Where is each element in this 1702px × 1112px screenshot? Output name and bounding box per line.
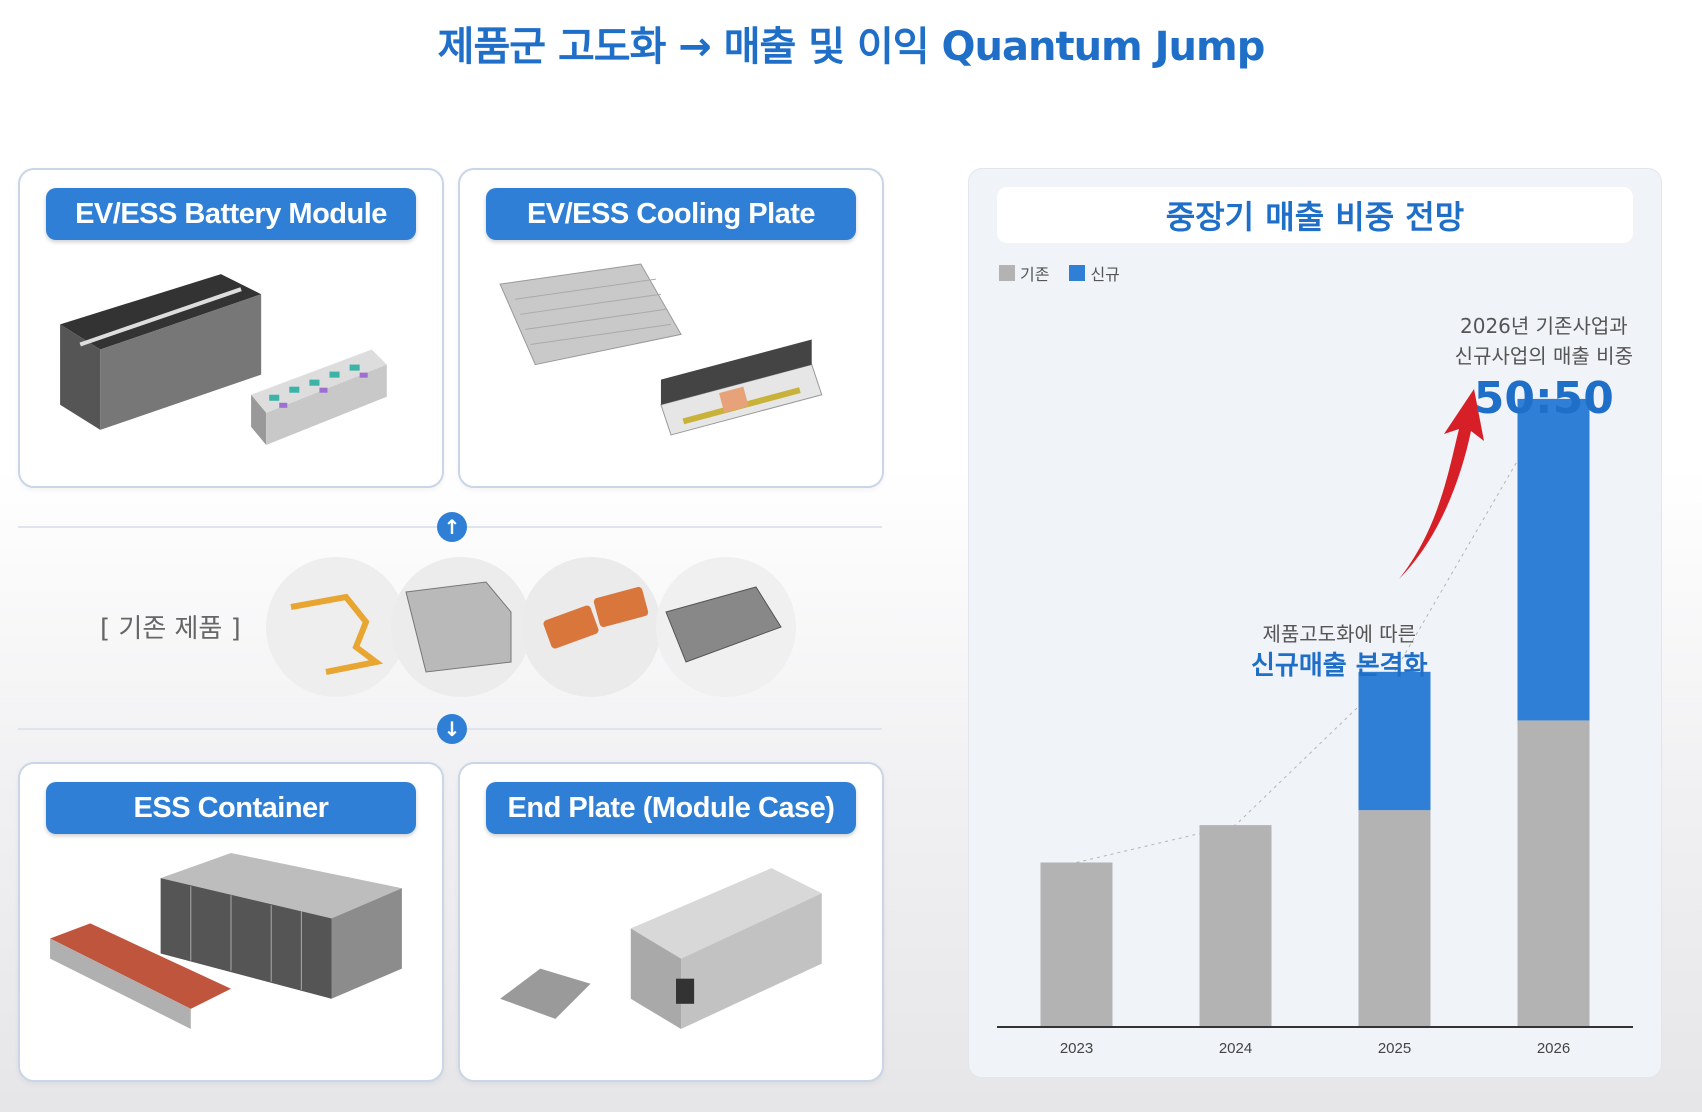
- card-label: EV/ESS Battery Module: [46, 188, 416, 240]
- card-cooling-plate: EV/ESS Cooling Plate: [458, 168, 884, 488]
- ess-container-image: [50, 853, 402, 1029]
- chart-legend: 기존 신규: [999, 261, 1120, 285]
- legend-label-new: 신규: [1090, 265, 1120, 284]
- page-title: 제품군 고도화 → 매출 및 이익 Quantum Jump: [437, 24, 1266, 70]
- arrow-down-circle-icon: ↓: [437, 714, 467, 744]
- legend-swatch-new: [1069, 265, 1086, 281]
- annotation-2026-line2: 신규사업의 매출 비중: [1454, 344, 1633, 368]
- legend-label-existing: 기존: [1020, 265, 1050, 284]
- annotation-2026: 2026년 기존사업과 신규사업의 매출 비중 50:50: [1455, 311, 1633, 425]
- bar-existing-2025: [1358, 810, 1431, 1027]
- x-tick-label: 2023: [1060, 1040, 1093, 1057]
- bar-existing-2024: [1199, 825, 1272, 1027]
- cooling-plate-image: [499, 263, 823, 436]
- chart-title: 중장기 매출 비중 전망: [997, 187, 1633, 243]
- x-tick-label: 2024: [1219, 1040, 1252, 1057]
- battery-module-image: [60, 274, 387, 445]
- bar-existing-2023: [1040, 862, 1113, 1027]
- legend-swatch-existing: [999, 265, 1015, 281]
- annotation-new-sales-line2: 신규매출 본격화: [1251, 651, 1428, 681]
- bar-new-2026: [1517, 398, 1590, 721]
- bar-existing-2026: [1517, 720, 1590, 1027]
- existing-products-label: [ 기존 제품 ]: [100, 614, 241, 644]
- card-end-plate: End Plate (Module Case): [458, 762, 884, 1082]
- bar-new-2025: [1358, 671, 1431, 811]
- x-tick-label: 2026: [1537, 1040, 1570, 1057]
- legend-item-existing: 기존: [999, 261, 1049, 285]
- card-label: EV/ESS Cooling Plate: [486, 188, 856, 240]
- existing-products-images: [266, 557, 796, 697]
- annotation-new-sales-line1: 제품고도화에 따른: [1262, 622, 1417, 646]
- card-label: End Plate (Module Case): [486, 782, 856, 834]
- x-tick-label: 2025: [1378, 1040, 1411, 1057]
- stacked-bar-chart: 2023 2024 2025 2026: [997, 389, 1633, 1057]
- annotation-2026-line1: 2026년 기존사업과: [1460, 314, 1628, 338]
- annotation-2026-ratio: 50:50: [1473, 373, 1614, 424]
- annotation-new-sales: 제품고도화에 따른 신규매출 본격화: [1251, 619, 1428, 683]
- end-plate-image: [500, 868, 822, 1029]
- chart-panel: 중장기 매출 비중 전망 기존 신규 2023 2024 2025 2026 2026…: [968, 168, 1662, 1078]
- card-ess-container: ESS Container: [18, 762, 444, 1082]
- card-battery-module: EV/ESS Battery Module: [18, 168, 444, 488]
- growth-arrow-icon: [1399, 389, 1484, 579]
- legend-item-new: 신규: [1069, 261, 1120, 285]
- arrow-up-circle-icon: ↑: [437, 512, 467, 542]
- trend-dotted-line: [1076, 398, 1554, 863]
- card-label: ESS Container: [46, 782, 416, 834]
